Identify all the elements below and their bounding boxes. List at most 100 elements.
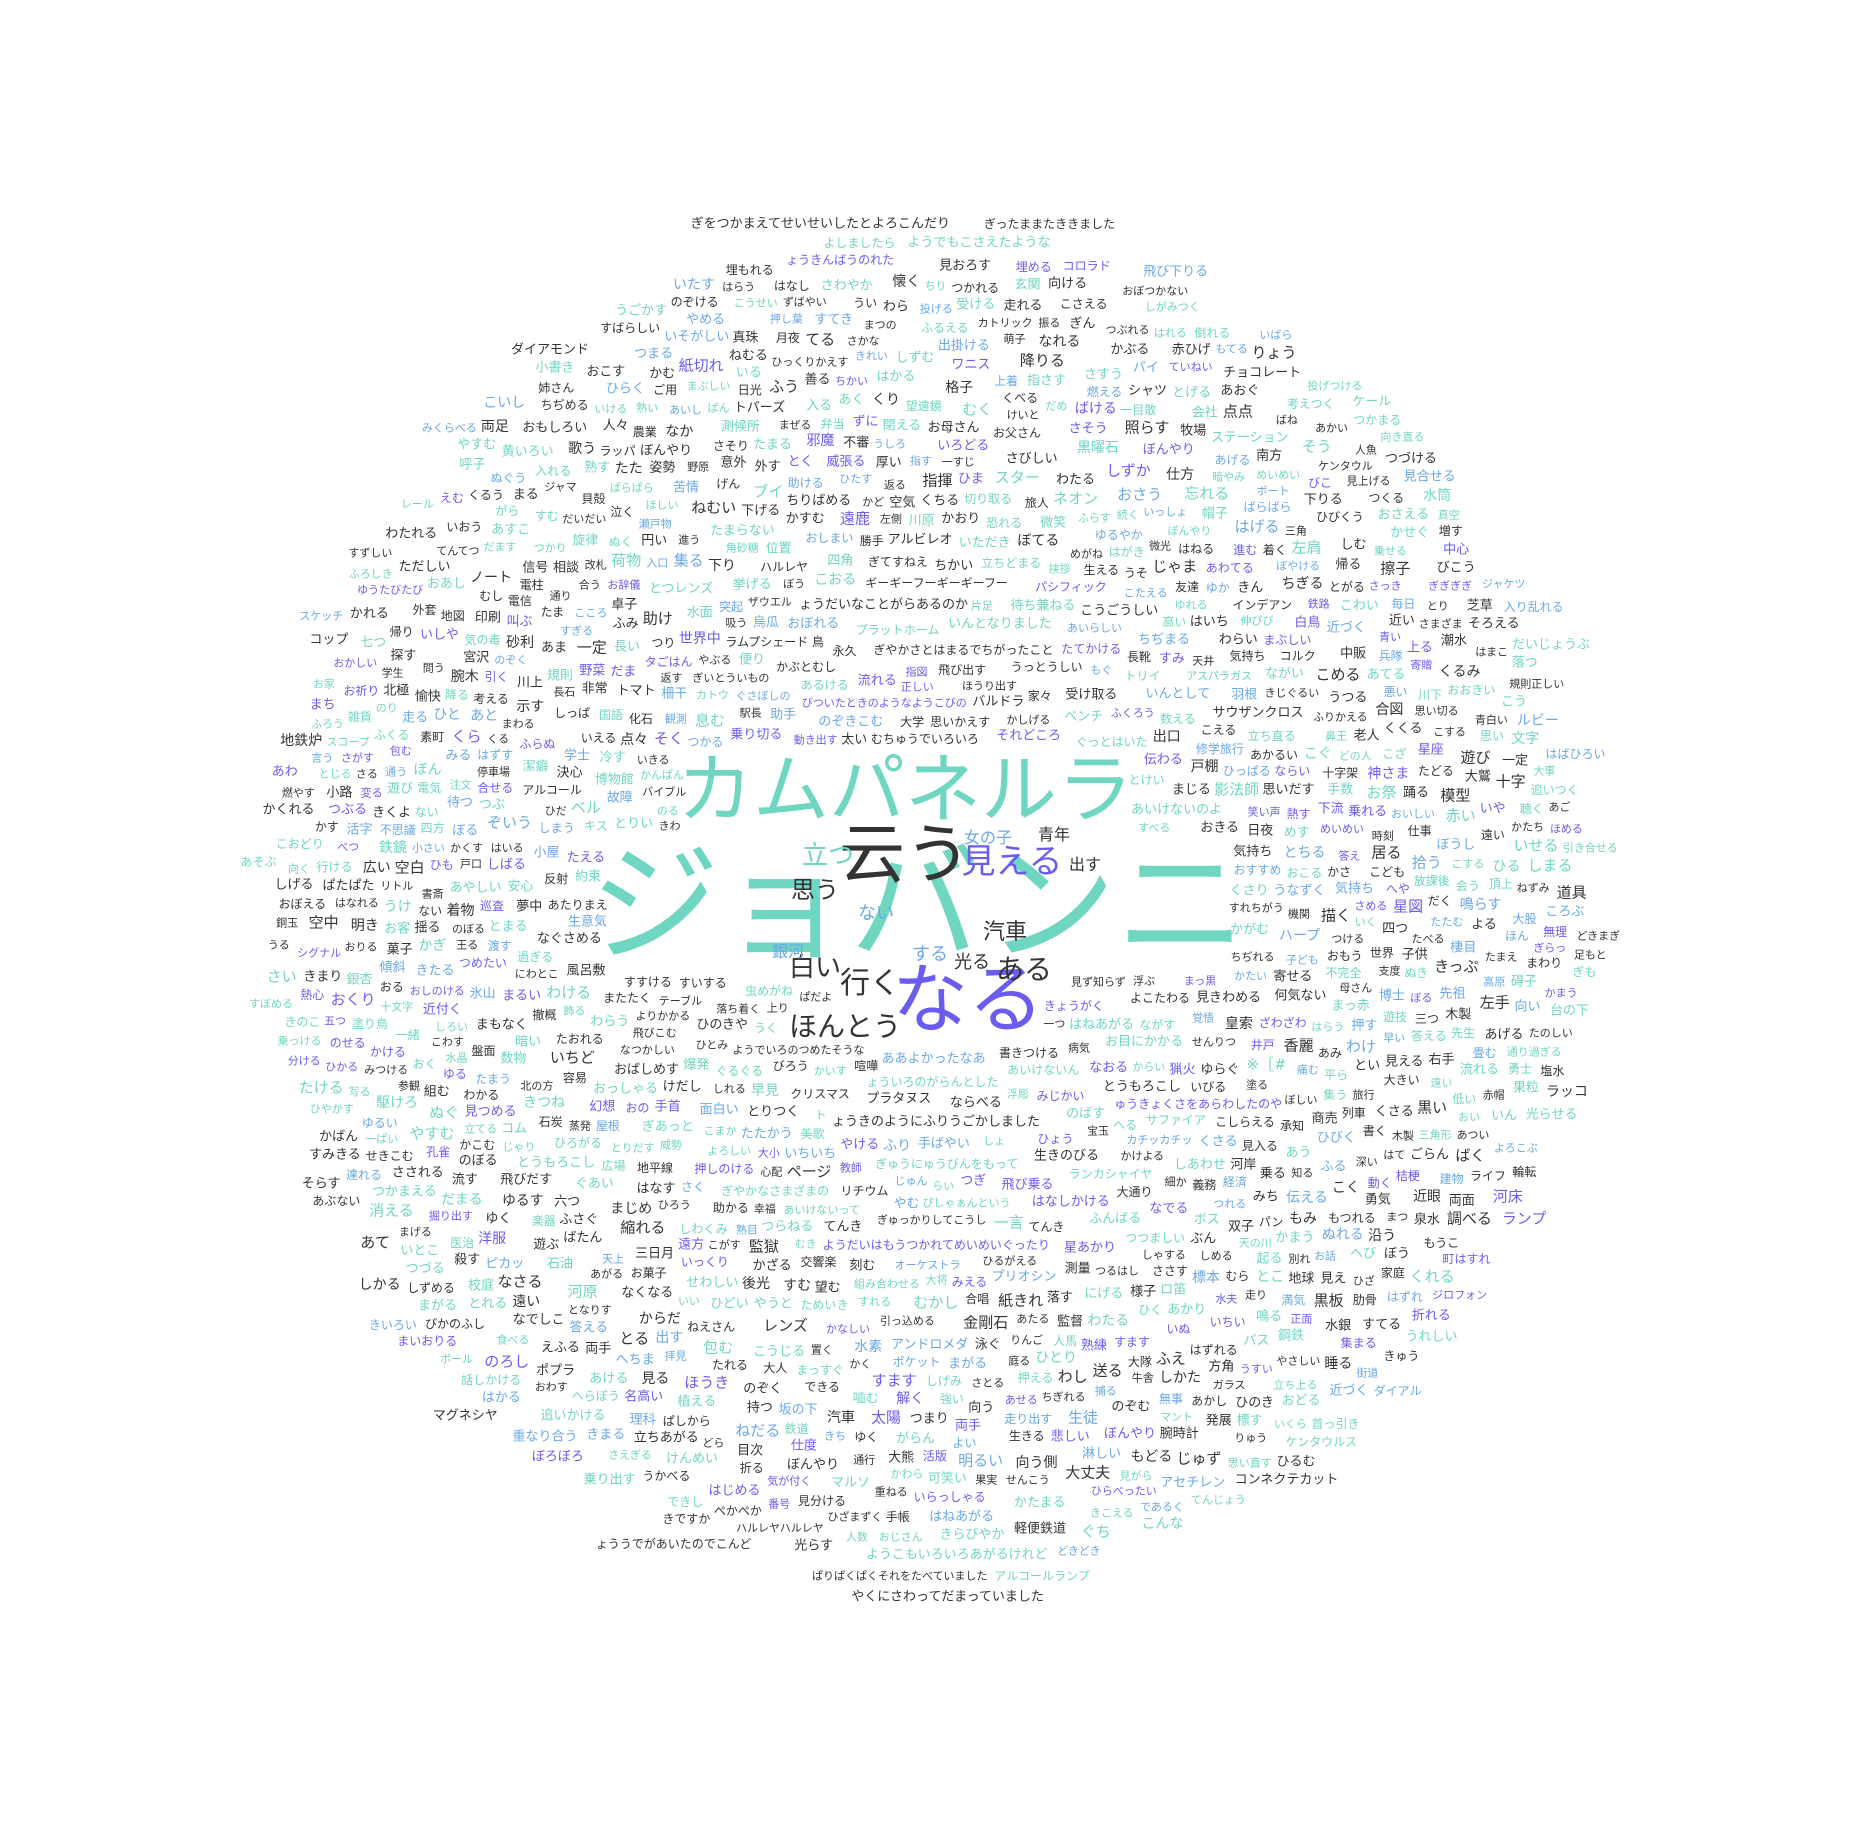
- word-1057: 立ち上る: [1273, 1378, 1318, 1392]
- word-372: 野菜: [579, 663, 606, 679]
- word-12: それどころ: [996, 728, 1061, 744]
- word-308: 微笑: [1040, 515, 1067, 531]
- word-534: お父さん: [993, 425, 1042, 440]
- word-1219: うごかす: [615, 303, 668, 319]
- word-957: いらっしゃる: [913, 1489, 986, 1504]
- word-513: かくす: [449, 841, 483, 855]
- word-752: 不思議: [379, 822, 416, 837]
- word-353: ふらす: [1077, 511, 1111, 525]
- word-1261: ぎをつかまえてせいせいしたとよろこんだり: [690, 216, 951, 232]
- word-356: 北の方: [520, 1079, 554, 1093]
- word-820: 走る: [402, 710, 429, 726]
- word-606: からだ: [638, 1310, 681, 1327]
- word-866: 三角形: [1418, 1128, 1452, 1142]
- word-11: のぞきこむ: [818, 714, 884, 730]
- word-654: ない: [418, 904, 443, 919]
- word-1266: コンネクテカット: [1234, 1472, 1339, 1488]
- word-705: ぼうし: [1436, 837, 1476, 853]
- word-802: 木製: [1445, 1007, 1472, 1023]
- word-430: きん: [1237, 580, 1264, 596]
- word-1020: いける: [594, 402, 628, 416]
- word-150: こえる: [1200, 722, 1237, 737]
- word-252: ざわざわ: [1258, 1016, 1307, 1031]
- word-1059: お祈り: [343, 684, 380, 699]
- word-715: 拝見: [664, 1349, 687, 1363]
- word-214: 思いだす: [1262, 782, 1315, 798]
- word-1182: であるく: [1139, 1500, 1184, 1514]
- word-345: はいる: [490, 841, 524, 855]
- word-679: 小さい: [411, 841, 445, 855]
- word-1208: もてる: [1215, 342, 1248, 356]
- word-1125: こう: [1500, 694, 1527, 710]
- word-126: 修学旅行: [1195, 742, 1244, 757]
- word-321: ぞいう: [487, 813, 533, 832]
- word-29: 乗り切る: [730, 727, 783, 743]
- word-914: いる: [735, 365, 762, 381]
- word-474: 時刻: [1371, 829, 1394, 842]
- word-212: いただき: [958, 535, 1011, 551]
- word-96: からい: [1132, 1060, 1166, 1074]
- word-879: 参観: [398, 1079, 421, 1093]
- word-167: ひっぱる: [1222, 764, 1271, 779]
- word-39: あるける: [800, 678, 849, 693]
- word-1017: ケンタウル: [1318, 459, 1373, 473]
- word-860: 善る: [804, 372, 831, 388]
- word-1279: ぎったままたききました: [983, 217, 1116, 232]
- word-375: しゃする: [1141, 1248, 1186, 1262]
- word-121: カチッカチッ: [1126, 1133, 1193, 1147]
- word-632: 楽器: [531, 1213, 556, 1228]
- word-1113: ルビー: [1516, 712, 1559, 729]
- word-384: にげる: [1084, 1286, 1124, 1302]
- word-725: ひと: [433, 707, 461, 724]
- word-359: 撤概: [532, 1007, 557, 1022]
- word-1006: 一定: [1502, 753, 1529, 769]
- word-924: あける: [589, 1371, 629, 1387]
- word-508: ばたん: [563, 1230, 603, 1246]
- featured-word-tatsu: 立つ: [801, 841, 855, 871]
- word-790: 上る: [1406, 640, 1433, 656]
- word-1105: チョコレート: [1223, 365, 1302, 381]
- word-296: つつましい: [1125, 1231, 1186, 1246]
- word-720: 印刷: [474, 610, 501, 626]
- word-195: 手首: [654, 1099, 681, 1115]
- word-398: 伸びび: [1240, 614, 1274, 628]
- word-374: きつね: [523, 1094, 566, 1111]
- word-14: びついたときのようなようこびの: [801, 696, 967, 710]
- word-499: ぼる: [452, 823, 479, 839]
- word-1227: すばらしい: [600, 321, 661, 336]
- featured-word-giovanni: ジョバンニ: [589, 829, 1247, 981]
- word-532: 神さま: [1367, 765, 1410, 782]
- word-8: 見ず知らず: [1070, 975, 1126, 988]
- word-401: 承知: [1280, 1119, 1305, 1134]
- word-362: スター: [994, 468, 1040, 487]
- word-901: 左手: [1479, 993, 1510, 1012]
- word-187: ふり: [883, 1137, 912, 1154]
- word-134: 一言: [993, 1213, 1024, 1232]
- word-560: 砂利: [506, 635, 535, 652]
- word-646: 後光: [741, 1276, 770, 1293]
- word-1101: ライフ: [1469, 1169, 1506, 1184]
- word-213: 何気ない: [1274, 988, 1327, 1004]
- word-456: あわてる: [1205, 561, 1254, 576]
- word-468: 水素: [854, 1338, 883, 1355]
- word-1178: 河床: [1492, 1187, 1523, 1206]
- word-1050: 消える: [369, 1201, 414, 1220]
- word-950: 紙切れ: [678, 356, 724, 375]
- word-166: 日夜: [1247, 823, 1274, 839]
- word-127: 覚悟: [1192, 1011, 1215, 1025]
- word-1077: こさえる: [1059, 296, 1108, 311]
- word-447: 威張る: [826, 454, 866, 470]
- word-1201: コップ: [309, 632, 349, 648]
- word-700: とがる: [1328, 580, 1365, 595]
- word-575: らい: [932, 1179, 955, 1193]
- word-933: なでしこ: [512, 1312, 565, 1328]
- word-1087: 見がら: [1119, 1469, 1153, 1483]
- word-572: くくる: [1383, 721, 1423, 737]
- word-1132: たのしい: [1528, 1026, 1573, 1040]
- word-680: ぼんやり: [640, 443, 693, 459]
- word-1: むちゅうでいろいろ: [870, 732, 979, 747]
- word-795: 持つ: [746, 1400, 773, 1416]
- word-175: パシフィック: [1034, 579, 1107, 594]
- word-1093: ふろう: [311, 717, 345, 731]
- word-316: ふみ: [612, 616, 639, 632]
